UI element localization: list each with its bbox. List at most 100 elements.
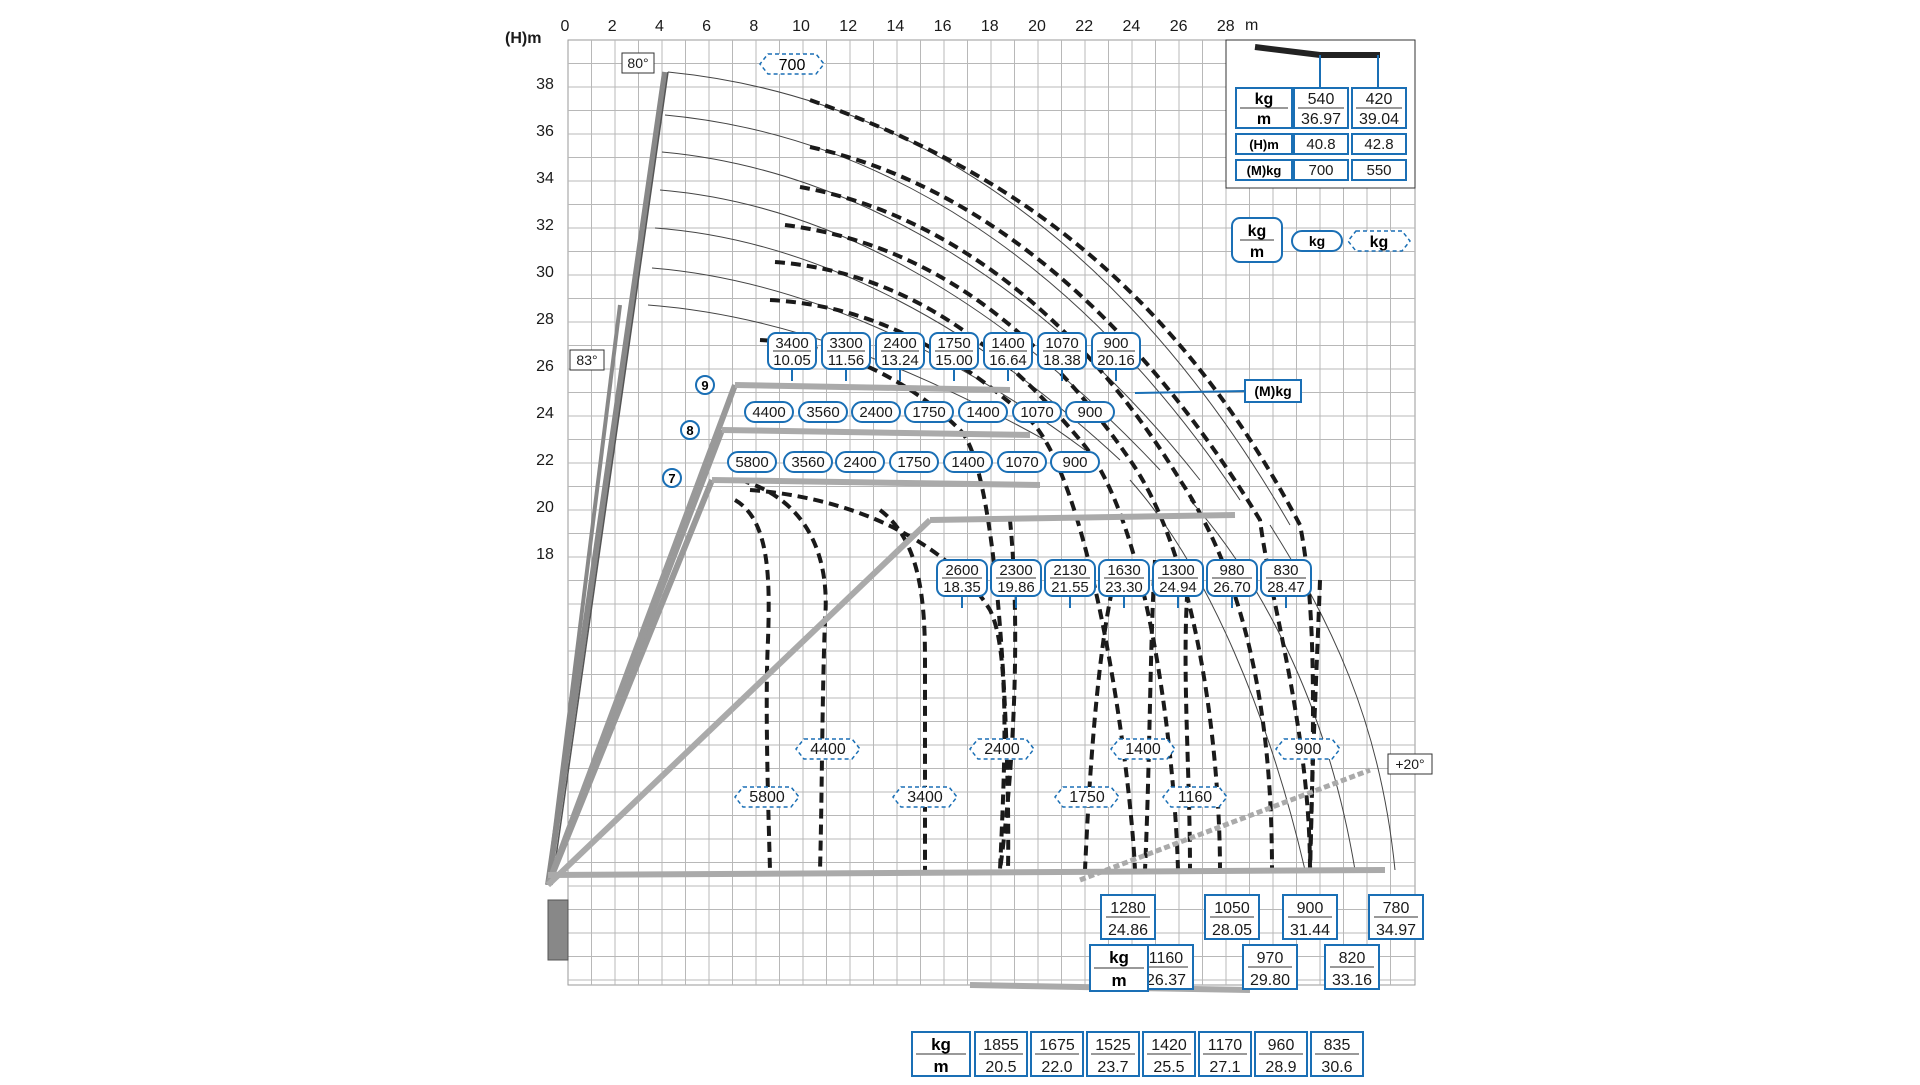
mid-row-load-kg: 2300 bbox=[999, 562, 1032, 579]
reach-arc bbox=[664, 114, 1241, 501]
angle-80-label: 80° bbox=[627, 55, 648, 71]
mid-row-load-m: 18.35 bbox=[943, 579, 981, 596]
ground-load-m: 24.86 bbox=[1108, 922, 1148, 939]
top-row-load-m: 16.64 bbox=[989, 352, 1027, 369]
ground-loads: 128024.86105028.0590031.4478034.97116026… bbox=[1100, 894, 1424, 990]
row9-load-text: 4400 bbox=[752, 404, 785, 421]
bottom-col-m: 25.5 bbox=[1153, 1059, 1184, 1076]
y-tick-label: 18 bbox=[536, 546, 554, 563]
load-curve-1750 bbox=[1083, 559, 1122, 871]
x-tick-label: 28 bbox=[1217, 18, 1235, 35]
row7-load-frame bbox=[835, 451, 885, 473]
bottom-table-kg: kg bbox=[931, 1035, 951, 1054]
boom-83 bbox=[546, 304, 622, 886]
legend-mkg-text: (M)kg bbox=[1247, 163, 1282, 178]
y-tick-label: 22 bbox=[536, 452, 554, 469]
curve-label-frame bbox=[892, 786, 958, 808]
x-tick-label: 4 bbox=[655, 18, 664, 35]
load-curve-dashed bbox=[749, 488, 1007, 871]
x-tick-label: 20 bbox=[1028, 18, 1046, 35]
curve-label-frame bbox=[1275, 738, 1341, 760]
jib-7 bbox=[711, 477, 1041, 488]
load-curve-700 bbox=[809, 98, 1315, 871]
ground-load-m: 31.44 bbox=[1290, 922, 1330, 939]
load-curve-3400 bbox=[878, 508, 928, 870]
ground-load-kg: 1050 bbox=[1214, 900, 1250, 917]
legend-table: kg m (H)m (M)kg 54036.9740.870042039.044… bbox=[1225, 39, 1416, 189]
legend-key-m: m bbox=[1250, 244, 1264, 261]
y-tick-label: 28 bbox=[536, 311, 554, 328]
row9-load-frame bbox=[1012, 401, 1062, 423]
row9-load-text: 1400 bbox=[966, 404, 999, 421]
row9-load-text: 1070 bbox=[1020, 404, 1053, 421]
curve-label-text: 3400 bbox=[907, 789, 943, 806]
crane-booms bbox=[545, 71, 1386, 993]
top-row-load-m: 11.56 bbox=[828, 352, 864, 369]
legend-col-kg: 540 bbox=[1308, 91, 1335, 108]
x-tick-label: 10 bbox=[792, 18, 810, 35]
top-row-load-m: 15.00 bbox=[935, 352, 973, 369]
bottom-col-m: 22.0 bbox=[1041, 1059, 1072, 1076]
row7-load-text: 3560 bbox=[791, 454, 824, 471]
bottom-table-columns: 185520.5167522.0152523.7142025.5117027.1… bbox=[974, 1031, 1364, 1077]
legend-keys: kg m kg kg bbox=[1231, 217, 1411, 263]
bottom-col-kg: 960 bbox=[1268, 1037, 1295, 1054]
load-curve-1400 bbox=[1143, 559, 1157, 871]
legend-h-text: (H)m bbox=[1249, 137, 1279, 152]
mid-row-load-m: 26.70 bbox=[1213, 579, 1251, 596]
bottom-col-m: 30.6 bbox=[1321, 1059, 1352, 1076]
bottom-col-m: 20.5 bbox=[985, 1059, 1016, 1076]
ground-load-m: 34.97 bbox=[1376, 922, 1416, 939]
legend-key-kg: kg bbox=[1248, 223, 1267, 240]
y-tick-label: 36 bbox=[536, 123, 554, 140]
row7-load-frame bbox=[997, 451, 1047, 473]
curve-label-text: 1400 bbox=[1125, 741, 1161, 758]
bottom-col-kg: 1525 bbox=[1095, 1037, 1131, 1054]
y-axis-unit: (H)m bbox=[505, 30, 541, 47]
mkg-tag-leader bbox=[1134, 390, 1246, 394]
angle-20-box bbox=[1387, 753, 1433, 775]
y-tick-label: 38 bbox=[536, 76, 554, 93]
row9-load-frame bbox=[904, 401, 954, 423]
x-tick-label: 26 bbox=[1170, 18, 1188, 35]
curve-label-frame bbox=[969, 738, 1035, 760]
row9-load-frame bbox=[958, 401, 1008, 423]
x-tick-label: 22 bbox=[1075, 18, 1093, 35]
row9-load-text: 3560 bbox=[806, 404, 839, 421]
y-tick-label: 26 bbox=[536, 358, 554, 375]
x-tick-label: 16 bbox=[934, 18, 952, 35]
legend-m-text: m bbox=[1257, 111, 1271, 128]
mid-row-load-m: 23.30 bbox=[1105, 579, 1143, 596]
mid-row-load-kg: 1630 bbox=[1107, 562, 1140, 579]
x-tick-label: 0 bbox=[561, 18, 570, 35]
ground-load-m: 28.05 bbox=[1212, 922, 1252, 939]
curve-label-700-text: 700 bbox=[779, 57, 806, 74]
ground-load-kg: 780 bbox=[1383, 900, 1410, 917]
load-curve-1160 bbox=[1183, 559, 1192, 871]
row7-load-text: 1070 bbox=[1005, 454, 1038, 471]
row9-load-frame bbox=[798, 401, 848, 423]
bottom-col-kg: 1170 bbox=[1208, 1037, 1243, 1054]
legend-col-mkg-cell bbox=[1293, 159, 1349, 181]
bottom-col-kg: 1675 bbox=[1039, 1037, 1075, 1054]
legend-h-cell bbox=[1235, 133, 1293, 155]
x-tick-label: 2 bbox=[608, 18, 617, 35]
row7-load-frame bbox=[889, 451, 939, 473]
angle-83-label: 83° bbox=[576, 352, 597, 368]
row7-load-text: 2400 bbox=[843, 454, 876, 471]
ground-load-kg: 1280 bbox=[1110, 900, 1146, 917]
angle-83-box bbox=[569, 349, 605, 371]
curve-label-text: 2400 bbox=[984, 741, 1020, 758]
boom-marker-9 bbox=[695, 375, 715, 395]
row7-load-frame bbox=[727, 451, 777, 473]
ground-load-kg: 820 bbox=[1339, 950, 1366, 967]
x-tick-label: 24 bbox=[1123, 18, 1141, 35]
ground-load-kg: 970 bbox=[1257, 950, 1284, 967]
top-row-load-kg: 1400 bbox=[991, 335, 1024, 352]
reach-arc bbox=[661, 151, 1201, 481]
